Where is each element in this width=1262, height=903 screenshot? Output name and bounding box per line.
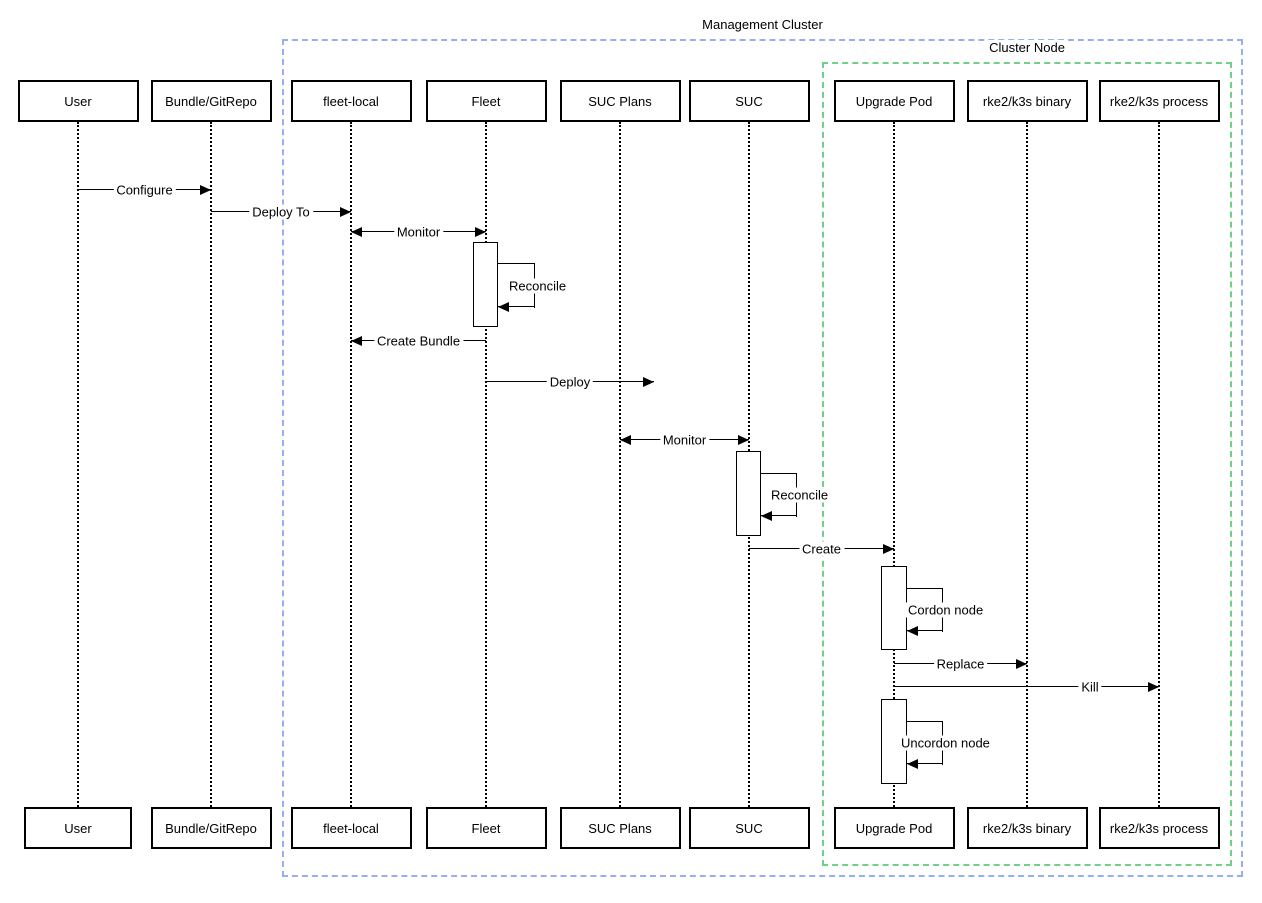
actor-box-top-bundle-gitrepo: Bundle/GitRepo	[150, 80, 272, 122]
actor-box-bottom-suc: SUC	[688, 807, 810, 849]
frame-label-management-cluster: Management Cluster	[699, 17, 826, 33]
message-label-deploy-to-1: Deploy To	[249, 204, 313, 220]
actor-box-bottom-upgrade-pod: Upgrade Pod	[833, 807, 955, 849]
frame-management-cluster	[282, 39, 1243, 877]
frame-cluster-node	[822, 62, 1232, 866]
actor-box-top-fleet: Fleet	[425, 80, 547, 122]
self-loop-out-reconcile-0	[498, 263, 535, 264]
self-loop-back-reconcile-1	[761, 515, 797, 516]
message-label-kill-8: Kill	[1078, 679, 1102, 695]
actor-box-top-upgrade-pod: Upgrade Pod	[833, 80, 955, 122]
arrowhead-right-deploy-4	[643, 377, 654, 387]
arrowhead-right-configure-0	[200, 185, 211, 195]
lifeline-bundle-gitrepo	[210, 122, 212, 807]
arrowhead-right-monitor-2	[475, 227, 486, 237]
actor-box-bottom-suc-plans: SUC Plans	[559, 807, 681, 849]
actor-box-bottom-fleet-local: fleet-local	[290, 807, 412, 849]
self-loop-out-reconcile-1	[761, 473, 797, 474]
actor-box-top-suc-plans: SUC Plans	[559, 80, 681, 122]
message-label-create-bundle-3: Create Bundle	[373, 333, 464, 349]
arrowhead-left-uncordon-node-3	[907, 759, 918, 769]
arrowhead-right-deploy-to-1	[340, 207, 351, 217]
actor-box-bottom-user: User	[24, 807, 132, 849]
lifeline-rke2-k3s-process	[1158, 122, 1160, 807]
self-loop-out-cordon-node-2	[907, 588, 943, 589]
actor-box-top-suc: SUC	[688, 80, 810, 122]
activation-suc-reconcile	[736, 451, 761, 536]
self-loop-label-reconcile-0: Reconcile	[507, 278, 569, 293]
arrowhead-right-create-6	[883, 544, 894, 554]
self-loop-label-uncordon-node-3: Uncordon node	[899, 735, 992, 751]
arrowhead-left-create-bundle-3	[351, 336, 362, 346]
arrowhead-right-monitor-5	[738, 435, 749, 445]
lifeline-fleet	[485, 122, 487, 807]
arrowhead-left-reconcile-0	[498, 302, 509, 312]
actor-box-top-rke2-k3s-process: rke2/k3s process	[1098, 80, 1220, 122]
message-label-monitor-2: Monitor	[393, 224, 444, 240]
self-loop-back-reconcile-0	[498, 306, 535, 307]
message-label-configure-0: Configure	[113, 182, 176, 198]
self-loop-label-reconcile-1: Reconcile	[769, 487, 831, 503]
lifeline-user	[77, 122, 79, 807]
frame-label-cluster-node: Cluster Node	[986, 40, 1068, 56]
activation-upgrade-pod-cordon	[881, 566, 907, 650]
actor-box-top-rke2-k3s-binary: rke2/k3s binary	[966, 80, 1088, 122]
actor-box-bottom-rke2-k3s-process: rke2/k3s process	[1098, 807, 1220, 849]
lifeline-fleet-local	[350, 122, 352, 807]
self-loop-back-uncordon-node-3	[907, 763, 943, 764]
message-label-monitor-5: Monitor	[659, 432, 710, 448]
actor-box-bottom-fleet: Fleet	[425, 807, 547, 849]
arrowhead-left-monitor-5	[620, 435, 631, 445]
arrowhead-left-monitor-2	[351, 227, 362, 237]
self-loop-back-cordon-node-2	[907, 630, 943, 631]
actor-box-top-user: User	[17, 80, 139, 122]
self-loop-out-uncordon-node-3	[907, 721, 943, 722]
arrowhead-left-cordon-node-2	[907, 626, 918, 636]
message-line-kill-8	[894, 686, 1159, 687]
lifeline-suc-plans	[619, 122, 621, 807]
actor-box-bottom-bundle-gitrepo: Bundle/GitRepo	[150, 807, 272, 849]
activation-fleet-reconcile	[473, 242, 498, 327]
self-loop-label-cordon-node-2: Cordon node	[906, 602, 986, 618]
arrowhead-left-reconcile-1	[761, 511, 772, 521]
message-label-replace-7: Replace	[933, 656, 988, 672]
message-label-create-6: Create	[798, 541, 845, 557]
lifeline-rke2-k3s-binary	[1026, 122, 1028, 807]
message-label-deploy-4: Deploy	[546, 374, 594, 390]
actor-box-bottom-rke2-k3s-binary: rke2/k3s binary	[966, 807, 1088, 849]
arrowhead-right-replace-7	[1016, 659, 1027, 669]
actor-box-top-fleet-local: fleet-local	[290, 80, 412, 122]
arrowhead-right-kill-8	[1148, 682, 1159, 692]
lifeline-upgrade-pod	[893, 122, 895, 807]
